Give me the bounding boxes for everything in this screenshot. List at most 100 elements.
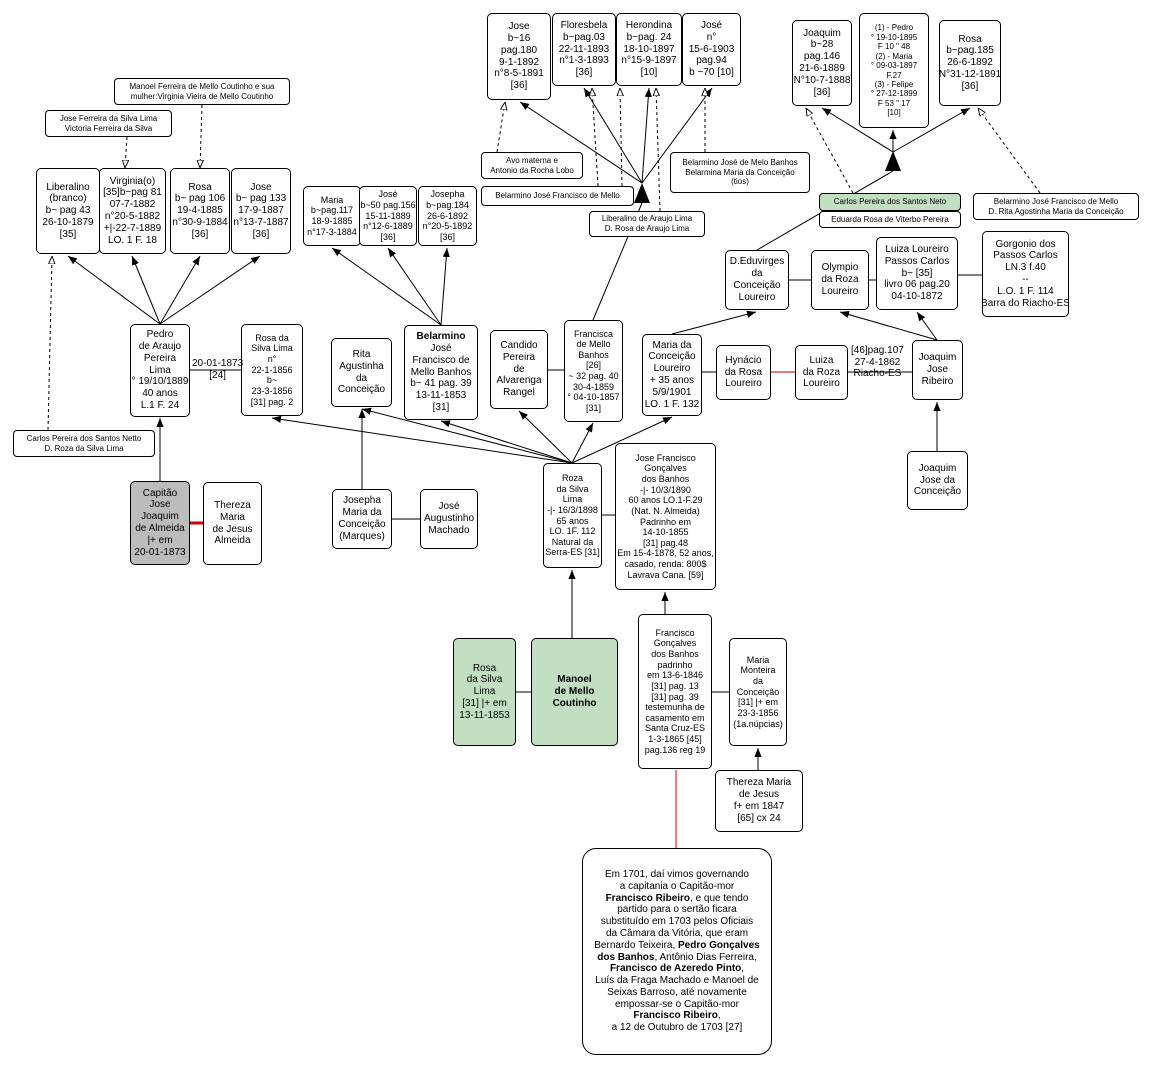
nodes.pedro_maria_felipe-line-6: F.27 [886, 70, 902, 80]
nodes.belarmino-line-3: Francisco de [412, 354, 470, 366]
nodes.francisco_goncalves-line-11: 1-3-1865 [45] [648, 733, 702, 744]
nodes.belarmino-line-6: 13-11-1853 [415, 390, 467, 402]
parent-junction-marker [634, 183, 650, 203]
nodes.josepha_b184-line-4: n°20-5-1892 [422, 221, 473, 232]
parent-child-link [331, 247, 442, 326]
nodes.pedro_araujo-line-4: Lima [149, 364, 171, 376]
info-text-segment: Francisco Ribeiro [605, 892, 691, 904]
nodes.joaquim_jose_ribeiro-line-1: Joaquim [918, 352, 957, 364]
nodes.jose_b50-line-2: b~50 pag.156 [360, 200, 416, 211]
marriage-label-line: [46]pag.107 [851, 345, 904, 356]
nodes.maria_conceicao_loureiro-line-1: Maria da [652, 339, 692, 351]
nodes.d_eduvirges-line-1: D.Eduvirges [729, 256, 785, 268]
nodes.luiza_roza-line-2: da Roza [802, 366, 841, 378]
nodes.rosa_top-line-5: [36] [961, 80, 979, 92]
nodes.jose_francisco-line-2: Gonçalves [644, 463, 687, 474]
note-belarmino-jf-mello[interactable]: Belarmino José Francisco de Mello [481, 186, 634, 206]
nodes.pedro_maria_felipe-line-8: ° 27-12-1899 [870, 89, 918, 99]
nodes.jose_francisco-line-3: dos Banhos [641, 474, 690, 485]
nodes.rita-line-2: Agustinha [339, 360, 384, 372]
nodes.hynacio-line-3: Loureiro [725, 378, 762, 390]
note-carlos-pereira-neto[interactable]: Carlos Pereira dos Santos Neto [819, 193, 961, 211]
nodes.francisco_goncalves-line-7: [31] pag. 39 [651, 691, 699, 702]
nodes.luiza_passos-line-1: Luiza Loureiro [885, 244, 949, 255]
note-link [806, 108, 854, 194]
nodes.gorgonio-line-6: Barra do Riacho-ES [982, 297, 1069, 309]
nodes.jose_b133-line-3: 17-9-1887 [238, 205, 284, 217]
parent-child-link [519, 101, 643, 184]
nodes.candido-line-3: de [513, 363, 525, 375]
nodes.joaquim_top-line-4: 21-6-1889 [799, 63, 845, 74]
nodes.maria_b117-line-4: n°17-3-1884 [307, 226, 357, 237]
nodes.thereza_almeida-line-3: de Jesus [212, 523, 253, 535]
note-eduarda[interactable]: Eduarda Rosa de Viterbo Pereira [819, 211, 961, 228]
nodes.roza_silva_lima-line-2: da Silva [556, 483, 589, 494]
nodes.luiza_passos-line-4: livro 06 pag.20 [884, 279, 950, 291]
nodes.jose_n-line-5: b ~70 [10] [689, 67, 734, 79]
nodes.jose_b50-line-5: [36] [380, 231, 396, 242]
note-link [47, 256, 52, 431]
nodes.francisco_goncalves-line-9: casamento em [645, 712, 705, 723]
nodes.maria_monteira-line-2: Monteira [740, 665, 776, 676]
nodes.virginia-line-1: Virginia(o) [109, 175, 156, 187]
nodes.josepha_marques-line-1: Josepha [343, 495, 381, 507]
notes.manoel_virginia-line-1: Manoel Ferreira de Mello Coutinho e sua [129, 81, 275, 91]
nodes.liberalino-line-3: b~ pag 43 [45, 205, 91, 217]
notes.carlos_netto-line-2: D. Roza da Silva Lima [44, 443, 124, 453]
nodes.pedro_maria_felipe-line-2: ° 19-10-1895 [870, 32, 918, 42]
nodes.jose_top-line-2: b~16 [507, 32, 531, 44]
nodes.maria_conceicao_loureiro-line-5: 5/9/1901 [652, 386, 692, 398]
nodes.rosa_silva_lima_top-line-6: 23-3-1856 [251, 385, 293, 396]
